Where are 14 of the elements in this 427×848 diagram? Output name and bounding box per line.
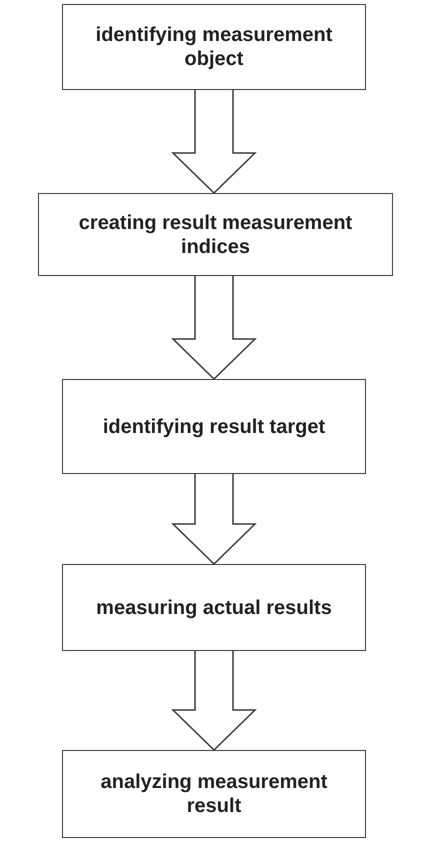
step-label: identifying result target [102,414,326,438]
step-label: analyzing measurement result [100,770,328,818]
hollow-arrow [171,89,257,194]
step-label: identifying measurement object [94,23,334,71]
step-label: measuring actual results [96,596,332,620]
process-box [38,193,393,276]
step-label: creating result measurement indices [78,210,354,258]
hollow-arrow [171,650,257,752]
hollow-arrow [171,275,257,380]
process-box [62,750,366,838]
process-box [62,379,366,474]
process-box [62,4,366,90]
hollow-arrow [171,473,257,566]
process-box [62,564,366,651]
